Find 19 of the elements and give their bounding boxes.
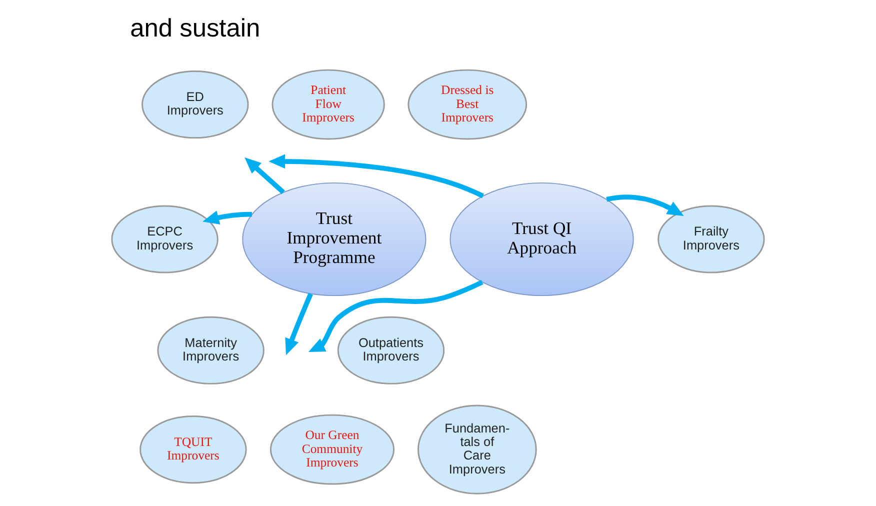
node-ellipse: Outpatients Improvers bbox=[337, 316, 445, 384]
arrow bbox=[268, 154, 484, 198]
arrow bbox=[202, 210, 252, 225]
node-ellipse: Patient Flow Improvers bbox=[272, 69, 385, 140]
node-ellipse: Maternity Improvers bbox=[157, 316, 264, 384]
arrow bbox=[308, 280, 484, 352]
node-ellipse: Trust QI Approach bbox=[450, 182, 634, 296]
node-ellipse: Our Green Community Improvers bbox=[270, 414, 395, 485]
node-ellipse: Trust Improvement Programme bbox=[242, 182, 426, 296]
node-ellipse: Frailty Improvers bbox=[658, 205, 765, 274]
arrow bbox=[285, 292, 313, 356]
label: and sustain bbox=[130, 14, 260, 42]
node-ellipse: Dressed is Best Improvers bbox=[408, 69, 528, 140]
node-ellipse: ECPC Improvers bbox=[111, 205, 218, 274]
arrow bbox=[606, 194, 684, 216]
node-ellipse: ED Improvers bbox=[142, 70, 249, 139]
arrow bbox=[244, 157, 285, 194]
node-ellipse: TQUIT Improvers bbox=[140, 416, 247, 484]
node-ellipse: Fundamen- tals of Care Improvers bbox=[417, 404, 537, 494]
